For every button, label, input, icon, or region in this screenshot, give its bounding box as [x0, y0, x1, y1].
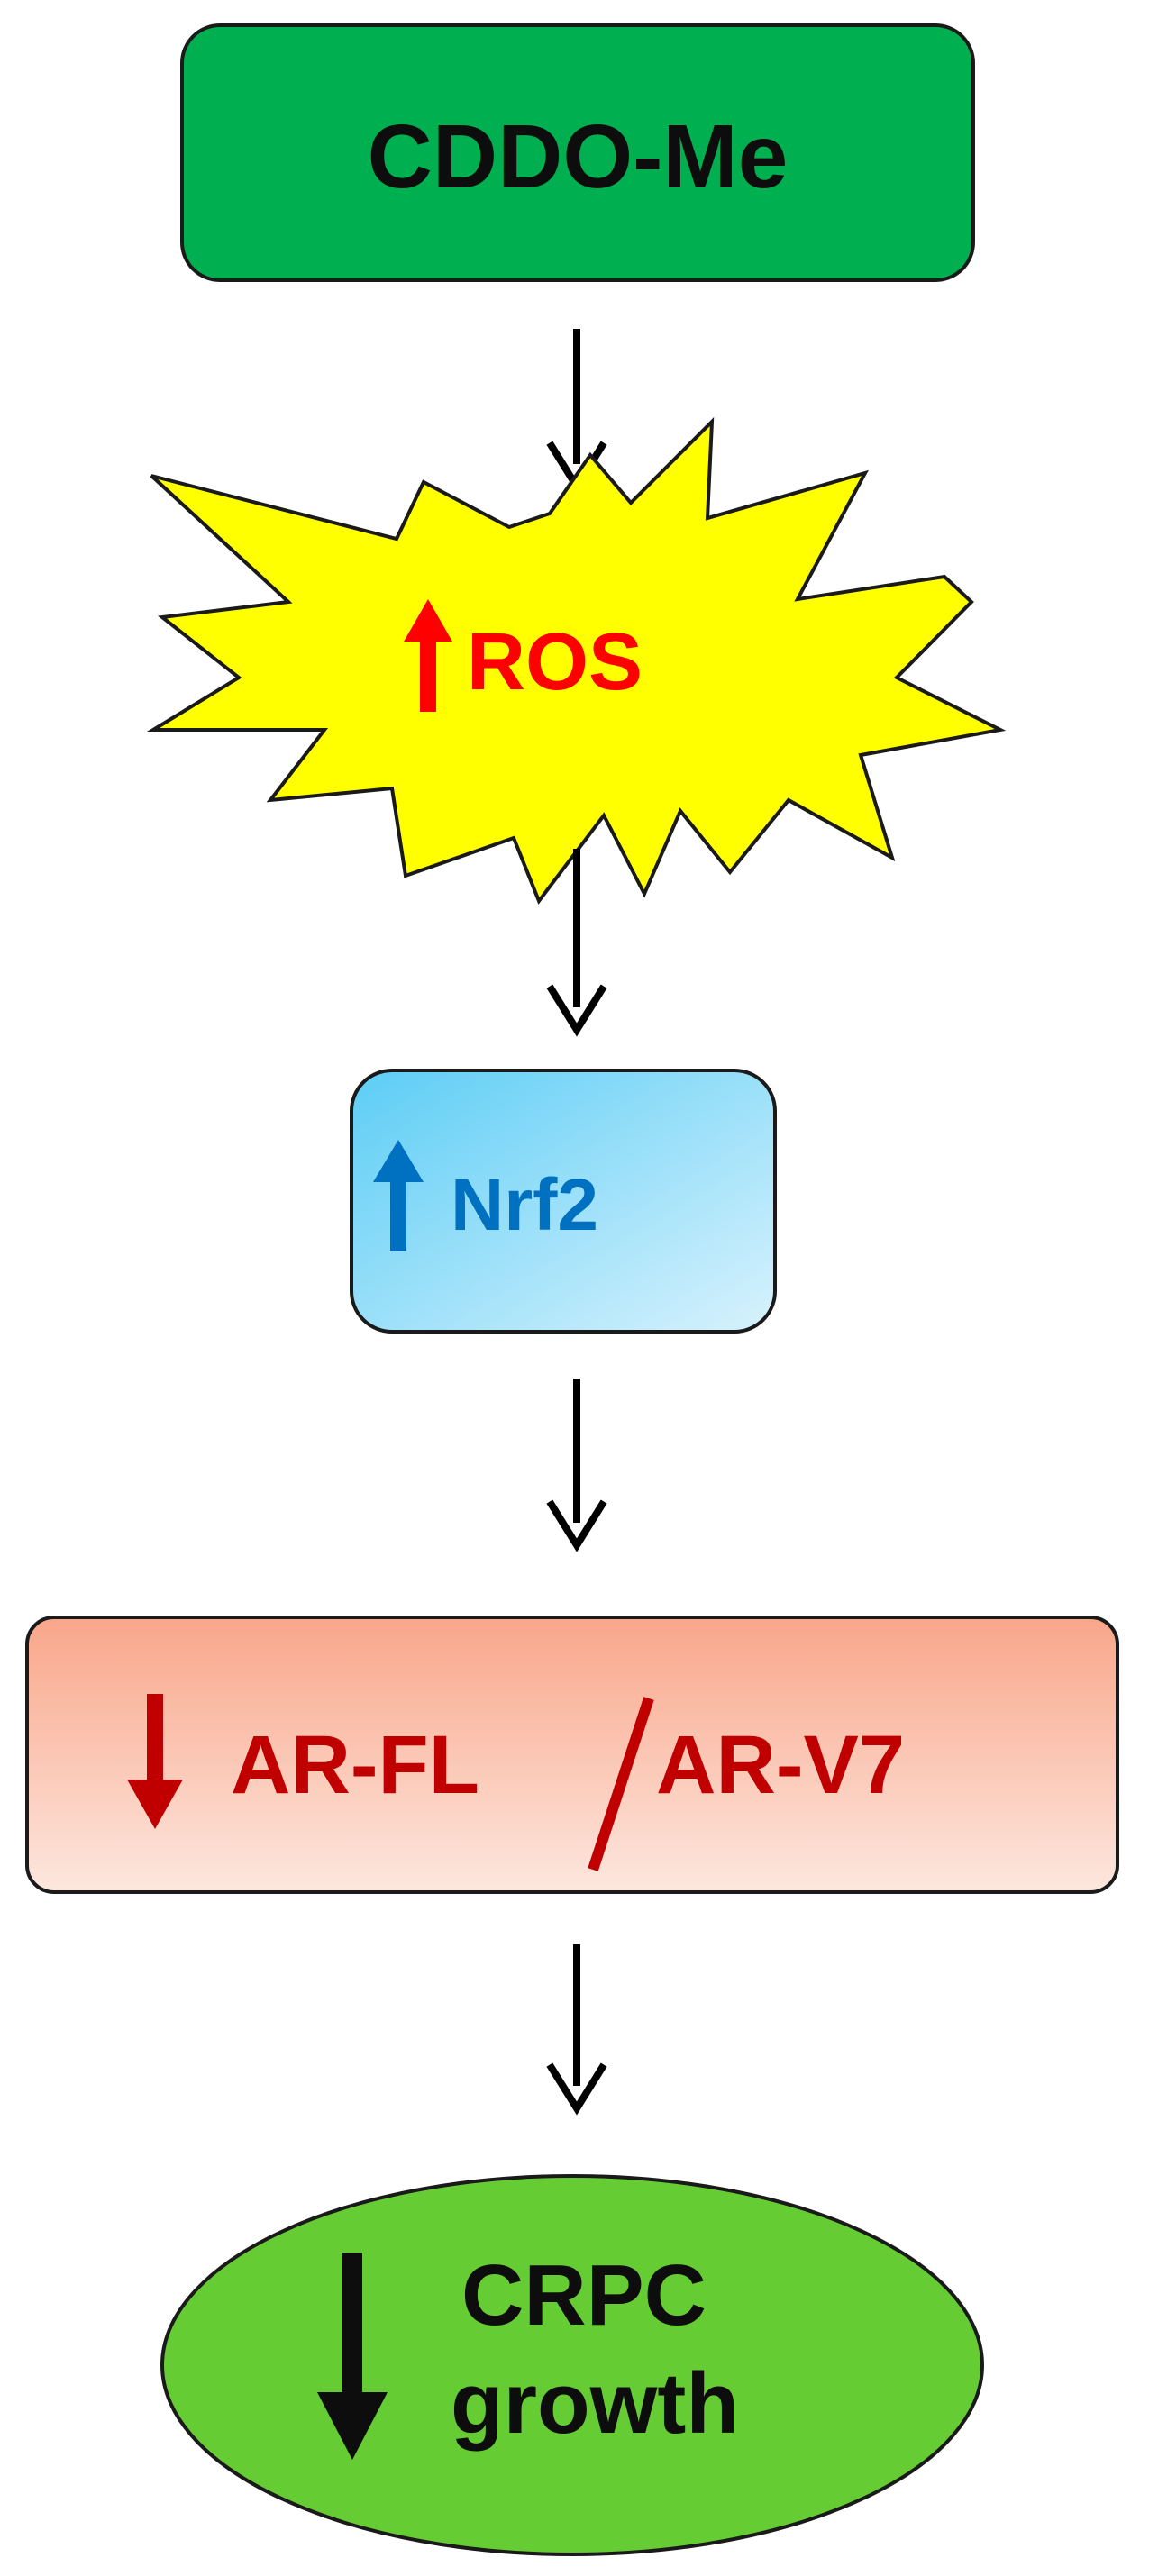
connector-arrow-3	[546, 1379, 607, 1552]
ar-v7-label: AR-V7	[656, 1719, 905, 1811]
node-ros: ROS	[146, 416, 1007, 906]
crpc-ellipse	[160, 2174, 984, 2556]
node-crpc-growth: CRPC growth	[160, 2174, 984, 2556]
cddo-me-label: CDDO-Me	[368, 106, 789, 207]
nrf2-up-arrow-icon	[373, 1140, 424, 1251]
crpc-label-line1: CRPC	[461, 2247, 707, 2344]
ar-box	[25, 1616, 1119, 1894]
nrf2-label: Nrf2	[451, 1164, 598, 1246]
ar-fl-label: AR-FL	[231, 1719, 479, 1811]
ar-down-arrow-icon	[127, 1694, 183, 1829]
crpc-down-arrow-icon	[317, 2253, 388, 2460]
crpc-label-line2: growth	[451, 2355, 739, 2452]
node-nrf2: Nrf2	[350, 1069, 777, 1334]
ros-up-arrow-icon	[404, 599, 452, 712]
ros-starburst	[146, 416, 1007, 906]
connector-arrow-2	[546, 849, 607, 1037]
cddo-me-box	[180, 23, 975, 282]
connector-arrow-4	[546, 1944, 607, 2116]
ros-label: ROS	[467, 617, 643, 707]
node-ar: AR-FL AR-V7	[25, 1616, 1119, 1894]
node-cddo-me: CDDO-Me	[180, 23, 975, 282]
nrf2-box	[350, 1069, 777, 1334]
ar-slash-divider	[588, 1697, 654, 1871]
